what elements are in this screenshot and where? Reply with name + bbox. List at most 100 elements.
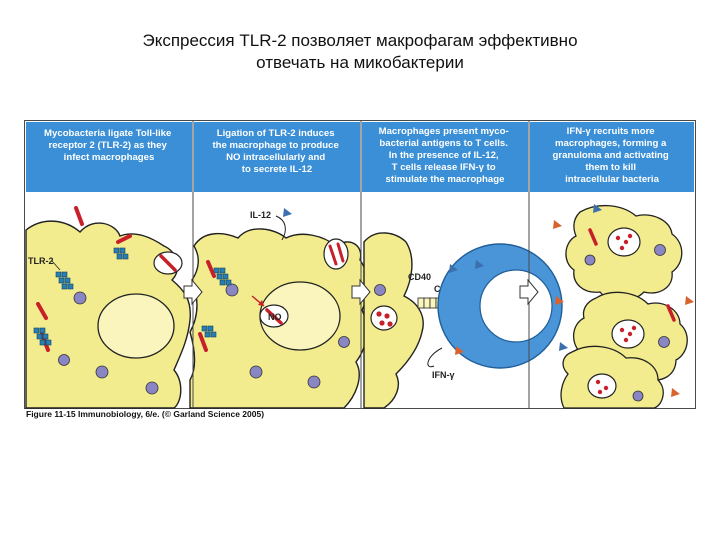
panel-3-line-2: bacterial antigens to T cells. [379, 138, 508, 149]
killed-bacteria [631, 325, 637, 331]
killed-bacteria [627, 331, 633, 337]
bacterium [74, 206, 84, 226]
title-line-1: Экспрессия TLR-2 позволяет макрофагам эф… [142, 31, 578, 50]
tlr2-receptor [113, 247, 129, 260]
no-label: NO [268, 312, 282, 322]
panel-3-line-1: Macrophages present myco- [379, 126, 509, 137]
killed-bacteria [623, 239, 629, 245]
granule [307, 375, 321, 389]
panel-3-header [362, 122, 528, 192]
ifn-gamma-arrow [427, 347, 443, 368]
bacterium [265, 308, 283, 325]
tlr2-receptor [55, 271, 74, 290]
ifn-gamma-triangle [555, 296, 564, 305]
activated-phagosome [587, 373, 617, 399]
panel-1-caption: Mycobacteria ligate Toll-like receptor 2… [44, 128, 174, 163]
panel-2-header [194, 122, 360, 192]
granule [338, 336, 350, 348]
granule [654, 244, 666, 256]
panel-1-header [26, 122, 192, 192]
ifn-gamma-triangle [685, 296, 694, 305]
panel-2-line-2: the macrophage to produce [212, 140, 338, 151]
granule [58, 354, 70, 366]
killed-bacteria [619, 245, 625, 251]
granule [632, 390, 644, 402]
cd40-label: CD40 [408, 272, 431, 282]
tlr2-label: TLR-2 [28, 256, 54, 266]
phagosome [370, 305, 398, 331]
bacterium [36, 302, 48, 320]
il12-triangle [449, 264, 458, 273]
killed-bacteria [619, 327, 625, 333]
il12-arrow [275, 215, 286, 241]
bacterial-antigen [376, 311, 382, 317]
panel-1: TLR-2 [25, 206, 191, 409]
panel-3-line-3: In the presence of IL-12, [389, 150, 499, 161]
figure: TLR-2 NO IL-12 [24, 120, 696, 410]
il12-triangle [475, 260, 484, 269]
panel-4-line-3: granuloma and activating [553, 150, 669, 161]
progression-arrow [351, 278, 371, 306]
il12-triangle [559, 342, 568, 351]
ifn-gamma-triangle [455, 346, 464, 355]
il12-triangle [283, 208, 292, 217]
panel-4-caption: IFN-γ recruits more macrophages, forming… [553, 126, 672, 185]
panel-1-line-1: Mycobacteria ligate Toll-like [44, 128, 171, 139]
killed-bacteria [597, 389, 603, 395]
panel-2-line-4: to secrete IL-12 [242, 164, 312, 175]
panel-4-header [530, 122, 694, 192]
bacterium [328, 244, 338, 266]
granule [374, 284, 386, 296]
progression-arrow [519, 278, 539, 306]
bacterium [666, 304, 676, 322]
panel-3-caption: Macrophages present myco- bacterial anti… [379, 126, 512, 185]
panel-4-line-5: intracellular bacteria [565, 174, 660, 185]
bacterium [116, 234, 132, 244]
bacterial-antigen [387, 321, 393, 327]
bacterium [159, 254, 177, 272]
nucleus-1 [97, 293, 175, 359]
granule [584, 254, 596, 266]
tlr2-receptor [213, 267, 232, 286]
panel-4-line-1: IFN-γ recruits more [567, 126, 655, 137]
panel-4 [553, 204, 694, 409]
ifn-gamma-triangle [671, 388, 680, 397]
granule [145, 381, 159, 395]
title-line-2: отвечать на микобактерии [256, 53, 464, 72]
killed-bacteria [595, 379, 601, 385]
bacterium [336, 242, 345, 263]
bacterium [588, 228, 598, 246]
tlr2-receptor [201, 325, 217, 338]
panel-1-line-3: infect macrophages [64, 152, 155, 163]
ifn-gamma-triangle [553, 220, 562, 229]
il12-triangle [593, 204, 602, 213]
ifn-gamma-label: IFN-γ [432, 370, 455, 380]
panel-4-line-2: macrophages, forming a [555, 138, 667, 149]
panel-2-line-1: Ligation of TLR-2 induces [217, 128, 335, 139]
granule [73, 291, 87, 305]
bacterium [206, 260, 216, 278]
granule [658, 336, 670, 348]
killed-bacteria [623, 337, 629, 343]
bacterial-antigen [384, 313, 390, 319]
killed-bacteria [603, 385, 609, 391]
pointer-line [51, 260, 61, 271]
figure-credit: Figure 11-15 Immunobiology, 6/e. (© Garl… [26, 409, 265, 419]
tlr2-receptor [33, 327, 52, 346]
panel-2: NO IL-12 [189, 208, 369, 409]
bacterial-antigen [379, 320, 385, 326]
panel-4-line-4: them to kill [585, 162, 636, 173]
killed-bacteria [615, 235, 621, 241]
killed-bacteria [627, 233, 633, 239]
panel-3-line-4: T cells release IFN-γ to [392, 162, 496, 173]
granule [95, 365, 109, 379]
progression-arrow [183, 278, 203, 306]
slide-title: Экспрессия TLR-2 позволяет макрофагам эф… [60, 30, 660, 74]
t-cell-nucleus [479, 269, 553, 343]
bacterium [198, 332, 208, 352]
panel-1-line-2: receptor 2 (TLR-2) as they [48, 140, 167, 151]
il12-label: IL-12 [250, 210, 271, 220]
panel-2-line-3: NO intracellularly and [226, 152, 325, 163]
no-arrowhead [258, 300, 264, 306]
granule [225, 283, 239, 297]
